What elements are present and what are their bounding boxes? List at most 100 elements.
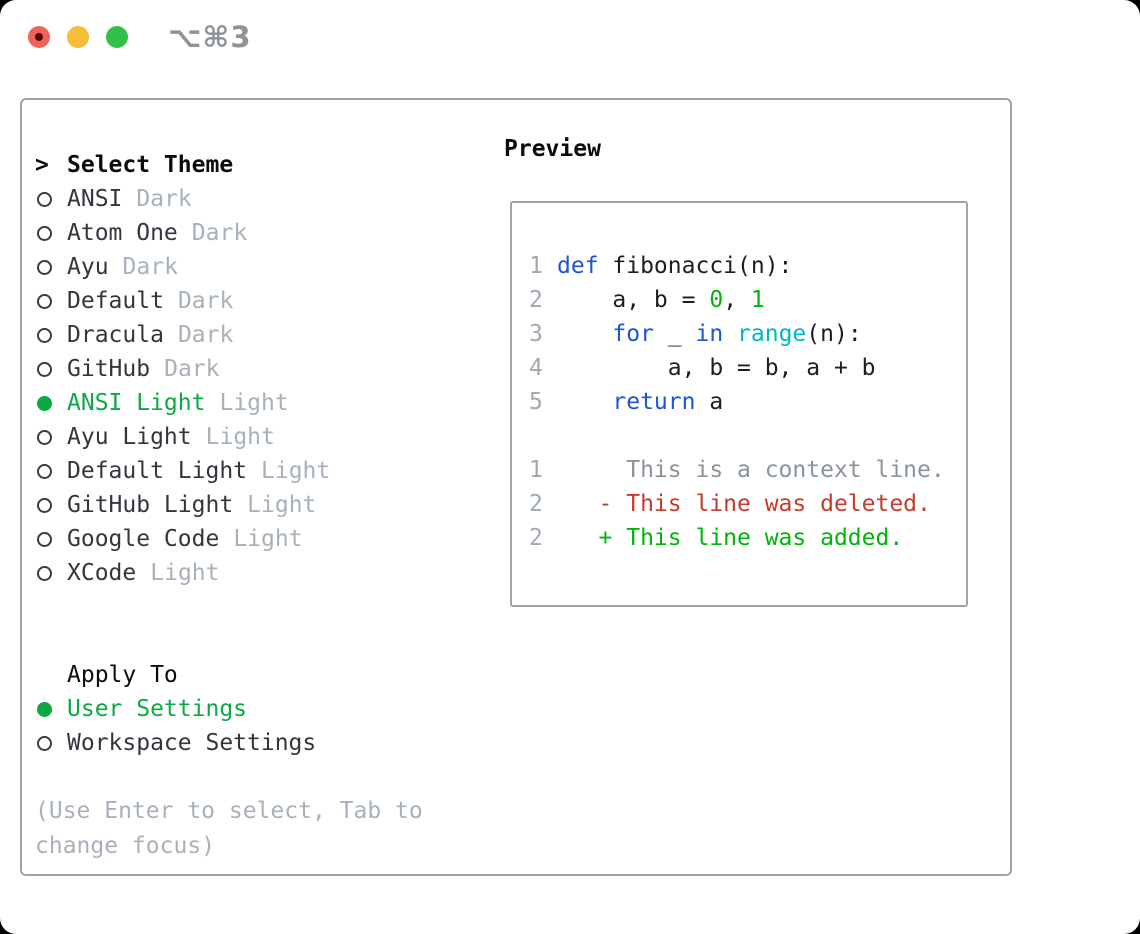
line-number: 2 <box>529 491 543 517</box>
theme-item-ansi-light[interactable]: ANSI Light Light <box>35 386 423 420</box>
code-token: (n): <box>806 321 862 347</box>
radio-unselected-icon <box>37 429 52 445</box>
line-text: a, b = 0, 1 <box>557 287 765 313</box>
radio-icon <box>35 565 67 581</box>
pointer-icon: > <box>35 152 49 178</box>
line-number: 4 <box>529 355 543 381</box>
theme-tag: Dark <box>164 356 220 382</box>
close-button[interactable] <box>28 26 50 48</box>
help-line: change focus) <box>35 832 216 859</box>
code-token: a <box>695 389 724 415</box>
line-text: a, b = b, a + b <box>557 355 876 381</box>
line-text: This is a context line. <box>557 457 945 483</box>
option-label: User Settings <box>67 696 248 722</box>
line-text: def fibonacci(n): <box>557 253 792 279</box>
radio-icon <box>35 327 67 343</box>
code-token: in <box>695 321 724 347</box>
theme-tag: Dark <box>177 288 234 314</box>
code-token: - This line was deleted. <box>557 491 931 517</box>
preview-line: 5 return a <box>529 385 966 419</box>
radio-unselected-icon <box>37 531 52 547</box>
option-label: Workspace Settings <box>67 730 317 756</box>
radio-unselected-icon <box>37 361 52 377</box>
code-token: _ <box>653 321 696 347</box>
apply-to-header-row: Apply To <box>35 658 423 692</box>
theme-name: Ayu Light <box>67 424 192 450</box>
theme-tag: Dark <box>136 186 192 212</box>
line-number: 3 <box>529 321 543 347</box>
titlebar <box>28 26 128 48</box>
radio-icon <box>35 463 67 479</box>
minimize-button[interactable] <box>67 26 89 48</box>
code-token: fibonacci(n): <box>598 253 793 279</box>
radio-icon <box>35 429 67 445</box>
theme-item-google-code[interactable]: Google Code Light <box>35 522 423 556</box>
code-token <box>723 321 737 347</box>
theme-tag: Light <box>219 390 289 416</box>
code-token: This is a context line. <box>557 457 945 483</box>
line-number: 2 <box>529 525 543 551</box>
radio-selected-icon <box>37 395 52 411</box>
radio-unselected-icon <box>37 293 52 309</box>
apply-option-user-settings[interactable]: User Settings <box>35 692 423 726</box>
theme-list-header-row: >Select Theme <box>35 148 423 182</box>
radio-icon <box>35 225 67 241</box>
preview-line: 2 a, b = 0, 1 <box>529 283 966 317</box>
theme-tag: Dark <box>122 254 178 280</box>
code-token: range <box>737 321 807 347</box>
radio-icon <box>35 259 67 275</box>
theme-name: Google Code <box>67 526 220 552</box>
help-line: (Use Enter to select, Tab to <box>35 798 423 824</box>
theme-tag: Light <box>261 458 331 484</box>
theme-name: ANSI <box>67 186 123 212</box>
theme-tag: Dark <box>177 322 234 348</box>
theme-item-ansi[interactable]: ANSI Dark <box>35 182 423 216</box>
preview-heading: Preview <box>504 136 601 162</box>
line-text: for _ in range(n): <box>557 321 862 347</box>
radio-icon <box>35 701 67 717</box>
theme-tag: Light <box>233 526 303 552</box>
radio-selected-icon <box>37 701 52 717</box>
theme-item-ayu[interactable]: Ayu Dark <box>35 250 423 284</box>
code-token: , <box>723 287 751 313</box>
code-token: 1 <box>750 287 765 313</box>
theme-tag: Light <box>247 492 317 518</box>
radio-icon <box>35 191 67 207</box>
theme-name: Atom One <box>67 220 178 246</box>
theme-item-atom-one[interactable]: Atom One Dark <box>35 216 423 250</box>
window-title: ⌥⌘3 <box>168 20 252 54</box>
line-text: + This line was added. <box>557 525 904 551</box>
code-token: + This line was added. <box>557 525 904 551</box>
theme-name: GitHub <box>67 356 151 382</box>
theme-name: Ayu <box>67 254 109 280</box>
line-number: 2 <box>529 287 543 313</box>
code-token <box>557 389 612 415</box>
radio-unselected-icon <box>37 327 52 343</box>
code-token: for <box>612 321 654 347</box>
apply-option-workspace-settings[interactable]: Workspace Settings <box>35 726 423 760</box>
zoom-button[interactable] <box>106 26 128 48</box>
help-text: (Use Enter to select, Tab to change focus… <box>35 794 423 863</box>
code-token: a, b = b, a + b <box>557 355 876 381</box>
radio-icon <box>35 531 67 547</box>
radio-unselected-icon <box>37 225 52 241</box>
theme-item-github[interactable]: GitHub Dark <box>35 352 423 386</box>
radio-icon <box>35 293 67 309</box>
theme-tag: Dark <box>191 220 248 246</box>
theme-name: ANSI Light <box>67 390 206 416</box>
preview-line: 2 + This line was added. <box>529 521 966 555</box>
code-token <box>557 321 612 347</box>
